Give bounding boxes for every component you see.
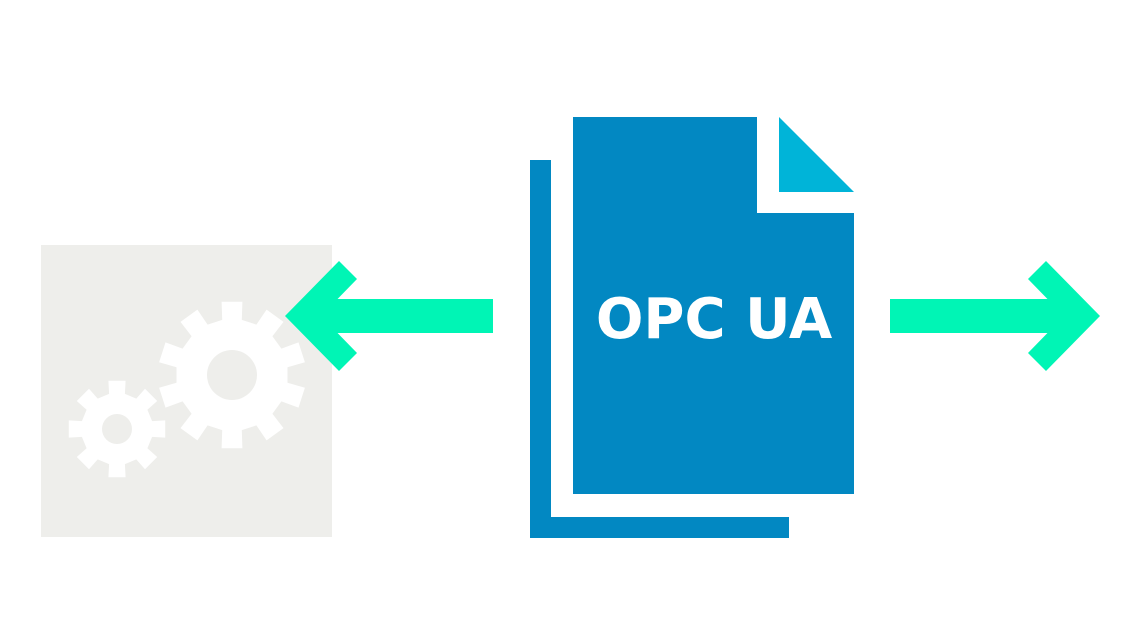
arrow-right-icon xyxy=(890,261,1100,371)
large-gear-icon xyxy=(159,301,305,449)
gear-small-hole xyxy=(102,414,132,444)
arrow-right-shaft xyxy=(890,299,1070,333)
document-front-page xyxy=(573,117,854,494)
machine-box xyxy=(41,245,332,537)
arrow-left-head xyxy=(285,261,357,371)
arrow-left-shaft xyxy=(315,299,493,333)
document-stack-icon: OPC UA xyxy=(530,117,854,538)
gear-large-hole xyxy=(207,350,257,400)
arrow-right-head xyxy=(1028,261,1100,371)
gears-icon xyxy=(68,301,305,478)
arrow-left-icon xyxy=(285,261,493,371)
document-label: OPC UA xyxy=(596,287,833,352)
small-gear-icon xyxy=(68,380,166,478)
document-fold-corner xyxy=(779,117,854,192)
